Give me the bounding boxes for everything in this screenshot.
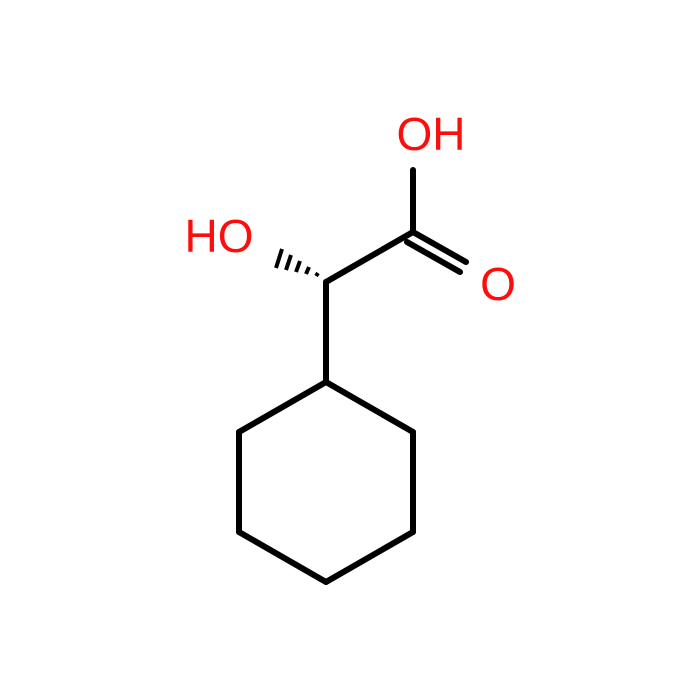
carbonyl-oxygen-label: O (480, 258, 516, 310)
hash-line (314, 271, 320, 278)
carbonyl-bond-outer (410, 229, 469, 265)
ring-bond-4 (236, 529, 329, 585)
stereocenter-to-carboxyl-bond (323, 229, 416, 285)
hash-line (294, 260, 302, 273)
alpha-hydroxyl-label: HO (185, 210, 254, 262)
hashed-wedge-bond (274, 248, 320, 278)
carbonyl-bond-inner (404, 239, 463, 275)
hash-line (304, 266, 311, 275)
hash-line (274, 248, 284, 269)
cyclohexane-ring (236, 379, 416, 585)
ring-bond-1 (323, 379, 416, 435)
hash-line (284, 254, 293, 271)
carbonyl-double-bond (404, 229, 469, 275)
acid-hydroxyl-label: OH (397, 108, 466, 160)
ring-bond-6 (236, 379, 329, 435)
ring-bond-3 (323, 529, 416, 585)
